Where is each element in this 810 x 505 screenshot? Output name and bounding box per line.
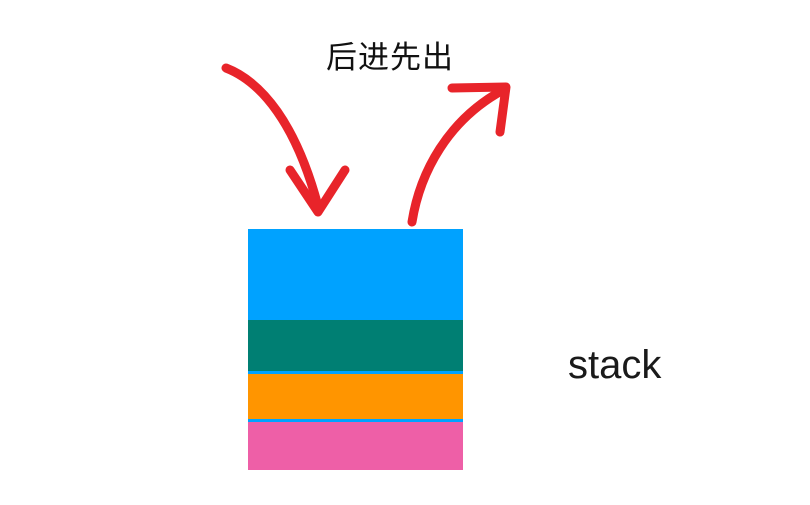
layer-orange bbox=[248, 371, 463, 419]
push-arrow-head bbox=[285, 165, 350, 217]
pop-arrow-shaft bbox=[407, 85, 508, 227]
pop-arrow-head bbox=[447, 82, 511, 137]
push-arrow-shaft bbox=[221, 63, 323, 211]
layer-teal bbox=[248, 320, 463, 371]
push-arrow bbox=[221, 63, 350, 217]
layer-blue-top bbox=[248, 229, 463, 320]
lifo-caption: 后进先出 bbox=[326, 40, 454, 76]
pop-arrow bbox=[407, 82, 511, 227]
stack-label: stack bbox=[568, 343, 662, 387]
stack-diagram bbox=[248, 229, 463, 470]
layer-pink bbox=[248, 419, 463, 470]
